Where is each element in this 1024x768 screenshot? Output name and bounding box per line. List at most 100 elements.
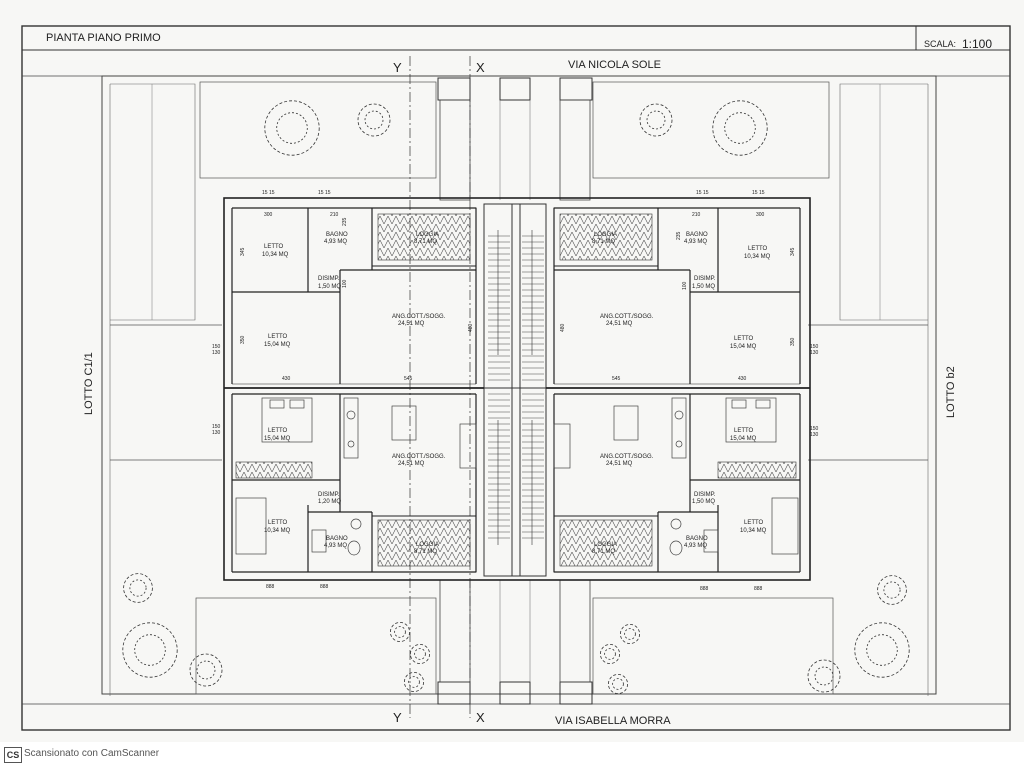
- room-ang-2: ANG.COTT./SOGG.: [392, 454, 446, 460]
- tree-icon: [600, 644, 621, 665]
- camscanner-text: Scansionato con CamScanner: [24, 748, 160, 759]
- room-letto-5: LETTO: [748, 246, 768, 252]
- garden-bottom-left: [195, 597, 437, 695]
- dim-100-b: 100: [682, 281, 688, 290]
- tree-icon: [189, 653, 223, 687]
- room-disimp-3-area: 1,50 MQ: [692, 284, 715, 290]
- room-ang-3: ANG.COTT./SOGG.: [600, 314, 654, 320]
- dim-545-b: 545: [612, 376, 621, 382]
- column-top-1: [437, 77, 471, 101]
- room-bagno-2: BAGNO: [326, 536, 348, 542]
- room-loggia-3: LOGGIA: [594, 232, 617, 238]
- drawing-title: PIANTA PIANO PRIMO: [46, 32, 161, 44]
- dim-545-a: 545: [404, 376, 413, 382]
- dim-window-a: 15 15: [262, 190, 275, 196]
- room-disimp-2: DISIMP.: [318, 492, 340, 498]
- room-ang-4-area: 24,51 MQ: [606, 461, 633, 467]
- scale-label: SCALA:: [924, 39, 956, 49]
- dim-window-c: 15 15: [696, 190, 709, 196]
- column-bottom-1: [437, 681, 471, 705]
- street-top-label: VIA NICOLA SOLE: [568, 59, 661, 71]
- dim-130-b: 130: [212, 430, 221, 436]
- room-letto-8: LETTO: [744, 520, 764, 526]
- furniture-left: [235, 397, 477, 556]
- tree-icon: [389, 622, 410, 643]
- dim-430-a: 430: [282, 376, 291, 382]
- room-letto-1: LETTO: [264, 244, 284, 250]
- dim-window-h: 888: [754, 586, 763, 592]
- wardrobe-left: [235, 461, 313, 479]
- stair-core: [483, 203, 547, 577]
- lot-boundary: [101, 75, 937, 695]
- tree-icon: [877, 575, 907, 605]
- room-letto-4: LETTO: [268, 520, 288, 526]
- garden-bottom-right: [592, 597, 834, 695]
- scanner-footer: [0, 742, 1024, 768]
- left-wing-walls: [224, 207, 484, 573]
- garden-top-left: [199, 81, 437, 179]
- room-letto-4-area: 10,34 MQ: [264, 528, 291, 534]
- room-loggia-1-area: 8,71 MQ: [414, 239, 437, 245]
- scale-value: 1:100: [962, 37, 992, 51]
- camscanner-logo: CS: [4, 747, 22, 763]
- dim-350-b: 350: [790, 337, 796, 346]
- room-letto-2: LETTO: [268, 334, 288, 340]
- room-letto-5-area: 10,34 MQ: [744, 254, 771, 260]
- wardrobe-right: [717, 461, 797, 479]
- dim-480-a: 480: [468, 323, 474, 332]
- loggia-hatch-bottom-right: [559, 519, 653, 567]
- corridor-top-left: [439, 99, 471, 201]
- dim-210-a: 210: [330, 212, 339, 218]
- tree-icon: [807, 659, 841, 693]
- room-ang-3-area: 24,51 MQ: [606, 321, 633, 327]
- dim-100-a: 100: [342, 279, 348, 288]
- tree-icon: [712, 100, 768, 156]
- loggia-hatch-top-left: [377, 213, 471, 261]
- room-letto-1-area: 10,34 MQ: [262, 252, 289, 258]
- tree-icon: [264, 100, 320, 156]
- room-loggia-1: LOGGIA: [416, 232, 439, 238]
- dim-130-d: 130: [810, 432, 819, 438]
- room-bagno-4: BAGNO: [686, 536, 708, 542]
- dim-480-b: 480: [560, 323, 566, 332]
- lot-left-label: LOTTO C1/1: [83, 352, 95, 415]
- tree-icon: [123, 573, 153, 603]
- street-bottom-label: VIA ISABELLA MORRA: [555, 715, 671, 727]
- dim-130-a: 130: [212, 350, 221, 356]
- room-letto-3-area: 15,04 MQ: [264, 436, 291, 442]
- dim-150-c: 150: [810, 344, 819, 350]
- room-ang-1-area: 24,51 MQ: [398, 321, 425, 327]
- right-wing-walls: [546, 207, 810, 573]
- room-loggia-2: LOGGIA: [416, 542, 439, 548]
- room-disimp-1-area: 1,50 MQ: [318, 284, 341, 290]
- room-disimp-2-area: 1,20 MQ: [318, 499, 341, 505]
- left-upper-strip: [110, 83, 196, 321]
- tree-icon: [403, 672, 424, 693]
- room-letto-7: LETTO: [734, 428, 754, 434]
- dim-235-b: 235: [676, 231, 682, 240]
- room-loggia-2-area: 8,71 MQ: [414, 549, 437, 555]
- room-letto-6: LETTO: [734, 336, 754, 342]
- room-letto-2-area: 15,04 MQ: [264, 342, 291, 348]
- dim-window-g: 888: [700, 586, 709, 592]
- building-outline: [223, 197, 811, 581]
- corridor-bottom-right: [559, 579, 591, 683]
- dim-window-b: 15 15: [318, 190, 331, 196]
- room-letto-8-area: 10,34 MQ: [740, 528, 767, 534]
- room-bagno-2-area: 4,93 MQ: [324, 543, 347, 549]
- dim-430-b: 430: [738, 376, 747, 382]
- right-upper-strip: [839, 83, 928, 321]
- room-bagno-3: BAGNO: [686, 232, 708, 238]
- tree-icon: [620, 624, 641, 645]
- lot-right-label: LOTTO b2: [945, 366, 957, 418]
- section-y-top: Y: [393, 60, 402, 75]
- room-disimp-1: DISIMP.: [318, 276, 340, 282]
- dim-150-b: 150: [212, 424, 221, 430]
- room-bagno-1-area: 4,93 MQ: [324, 239, 347, 245]
- room-bagno-1: BAGNO: [326, 232, 348, 238]
- section-y-bottom: Y: [393, 710, 402, 725]
- dim-300-b: 300: [756, 212, 765, 218]
- corridor-top-right: [559, 99, 591, 201]
- dim-235-a: 235: [342, 217, 348, 226]
